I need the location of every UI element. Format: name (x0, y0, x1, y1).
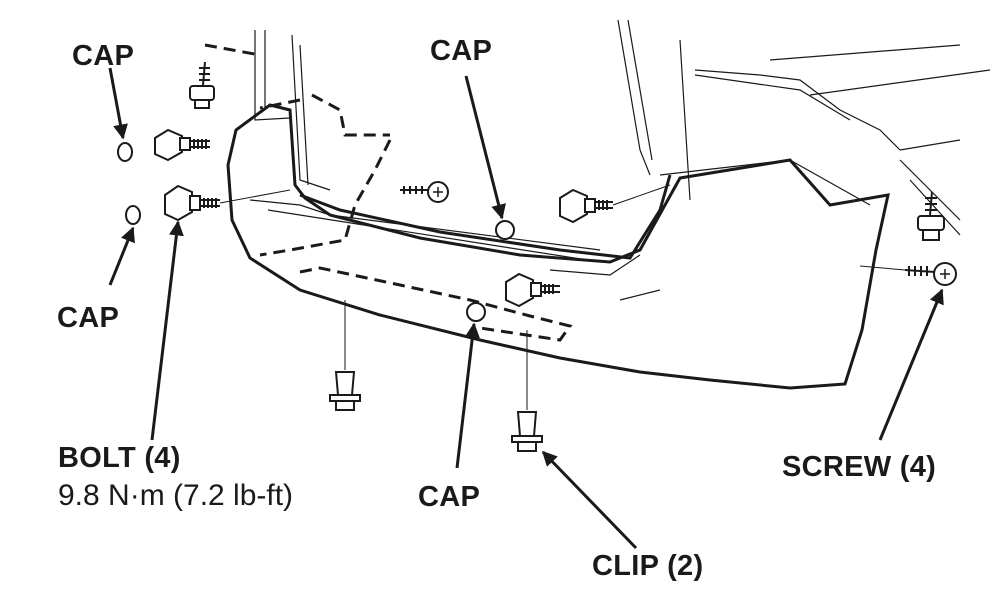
arrow-screw (878, 288, 944, 441)
arrow-bolt (150, 220, 184, 441)
label-cap-top-center: CAP (430, 35, 493, 67)
label-screw: SCREW (4) (782, 451, 937, 483)
bolt-upper-left (154, 128, 210, 162)
screw-right (859, 262, 957, 286)
arrow-cap-top-left (108, 67, 128, 140)
bolt-center-right (559, 184, 671, 224)
screw-center (400, 181, 449, 203)
label-cap-top-left: CAP (72, 40, 135, 72)
bolt-lower-center (505, 272, 560, 308)
label-clip: CLIP (2) (592, 550, 704, 582)
label-bolt: BOLT (4) (58, 442, 181, 474)
arrow-cap-bottom (455, 322, 480, 469)
bolt-lower-left (164, 184, 291, 222)
hidden-lines (204, 43, 573, 342)
clip-left (329, 300, 361, 411)
arrow-cap-top-center (464, 75, 506, 220)
label-bolt-torque: 9.8 N·m (7.2 lb-ft) (58, 479, 294, 512)
label-cap-mid-left: CAP (57, 302, 120, 334)
leader-arrows (108, 67, 944, 550)
screw-top-right (917, 191, 945, 241)
bumper-cover (226, 103, 890, 390)
screw-top-left (189, 61, 215, 109)
clip-right (511, 330, 543, 452)
arrow-cap-mid-left (108, 226, 135, 286)
caps (117, 142, 515, 322)
arrow-clip (541, 450, 638, 550)
label-cap-bottom: CAP (418, 481, 481, 513)
